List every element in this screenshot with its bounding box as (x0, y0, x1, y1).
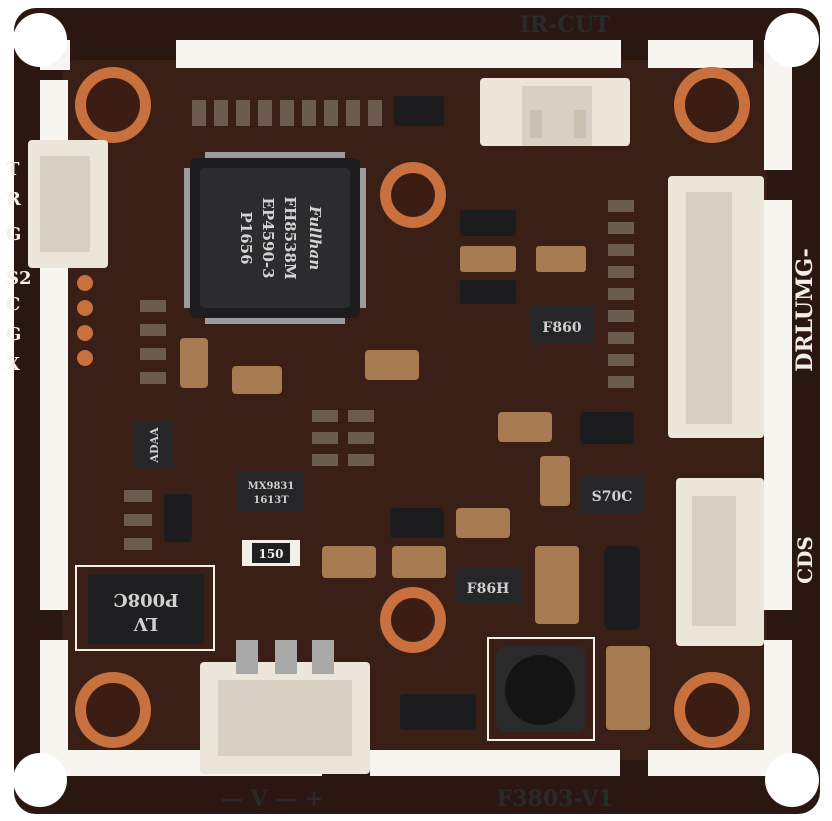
soc-model: FH8538M (281, 196, 299, 279)
svg-text:F86H: F86H (467, 581, 510, 597)
ir-cut-label: IR-CUT (520, 12, 611, 38)
ir-cut-connector (480, 78, 630, 146)
inductor (487, 637, 595, 741)
power-label: — V — + (221, 786, 323, 812)
svg-text:G: G (6, 224, 21, 245)
resistor-150: 150 (242, 540, 300, 566)
svg-text:S2: S2 (6, 268, 32, 289)
reg-s70c: S70C (580, 476, 644, 514)
svg-text:X: X (6, 354, 20, 375)
smd-resistor-array (124, 100, 634, 550)
svg-text:S70C: S70C (592, 489, 633, 505)
svg-text:150: 150 (258, 547, 283, 561)
mounting-holes (75, 67, 750, 748)
soc-brand: Fullhan (306, 205, 324, 270)
right-connector-top (668, 176, 764, 438)
left-pin-labels: T R G S2 C G X (6, 159, 32, 375)
reg-mx9831: MX9831 1613T (238, 472, 304, 512)
svg-text:1613T: 1613T (253, 495, 289, 506)
board-model-label: F3803-V1 (497, 786, 614, 812)
left-connector (28, 140, 108, 268)
power-connector (200, 640, 370, 774)
svg-text:ADAA: ADAA (148, 427, 161, 464)
soc-chip: Fullhan FH8538M EP4590-3 P1656 (184, 152, 366, 324)
drlumg-label: DRLUMG- (792, 248, 818, 372)
soc-date: P1656 (237, 211, 255, 264)
reg-adaa: ADAA (134, 422, 174, 468)
svg-text:MX9831: MX9831 (248, 481, 295, 492)
left-pads (77, 275, 93, 366)
svg-text:P008C: P008C (113, 589, 178, 610)
smd-capacitors (180, 246, 650, 730)
diode-p008c: LV P008C (75, 565, 215, 651)
soc-lot: EP4590-3 (259, 197, 277, 278)
reg-f860: F860 (530, 306, 594, 344)
svg-text:R: R (6, 189, 22, 210)
svg-text:LV: LV (133, 613, 159, 634)
svg-text:F860: F860 (542, 320, 581, 336)
corner-mounting-dots (13, 13, 819, 807)
reg-f86h: F86H (455, 568, 521, 604)
right-connector-bottom (676, 478, 764, 646)
svg-text:G: G (6, 324, 21, 345)
svg-text:T: T (6, 159, 20, 180)
svg-text:C: C (6, 294, 20, 315)
cds-label: CDS (793, 536, 817, 584)
smd-dark-parts (164, 96, 640, 730)
